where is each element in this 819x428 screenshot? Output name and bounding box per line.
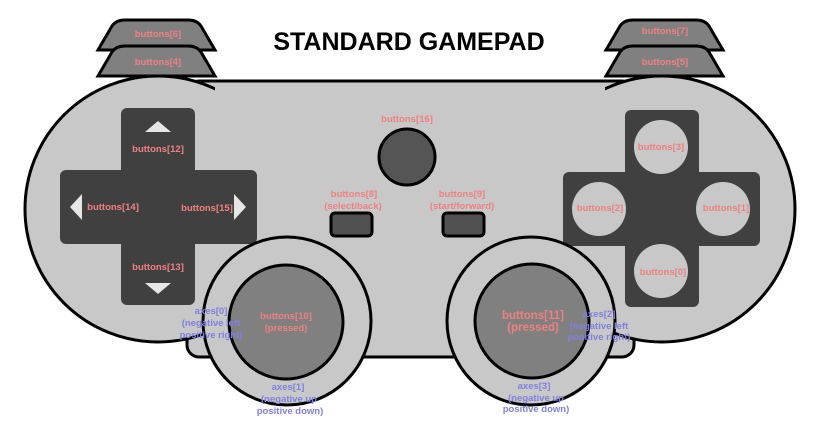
button-1-label: buttons[1] [703, 203, 749, 214]
button-3[interactable] [634, 120, 688, 174]
button-10-sublabel: (pressed) [265, 323, 308, 334]
axis-3-sub2: positive down) [503, 404, 570, 415]
axis-1-label: axes[1] [272, 382, 305, 393]
button-10-label: buttons[10] [260, 311, 312, 322]
button-6-bumper[interactable] [95, 18, 218, 52]
button-4-bumper[interactable] [95, 44, 218, 78]
button-16[interactable] [377, 127, 437, 187]
button-12-label: buttons[12] [132, 144, 184, 155]
diagram-title: STANDARD GAMEPAD [273, 28, 544, 56]
triangle-left-icon[interactable] [70, 194, 82, 220]
button-8-label: buttons[8] [331, 189, 377, 200]
axis-0-sub2: positive right) [180, 330, 243, 341]
button-9-label: buttons[9] [439, 189, 485, 200]
axis-3-label: axes[3] [518, 381, 551, 392]
button-3-label: buttons[3] [638, 142, 684, 153]
triangle-down-icon[interactable] [145, 283, 171, 294]
button-9-sublabel: (start/forward) [430, 201, 494, 212]
button-14-label: buttons[14] [87, 202, 139, 213]
triangle-right-icon[interactable] [234, 194, 246, 220]
axis-2-sub1: (negative left [570, 321, 629, 332]
axis-0-sub1: (negative left [182, 318, 241, 329]
button-11-label: buttons[11] [502, 310, 564, 322]
button-2[interactable] [572, 182, 626, 236]
axis-2-label: axes[2] [583, 309, 616, 320]
button-11-sublabel: (pressed) [507, 322, 559, 334]
button-7-bumper[interactable] [603, 18, 726, 52]
left-stick-button-10[interactable] [227, 263, 345, 381]
button-8-select[interactable] [329, 211, 374, 238]
right-stick-button-11[interactable] [473, 262, 591, 380]
button-4-label: buttons[4] [135, 57, 181, 68]
axis-1-sub1: (negative up [261, 394, 317, 405]
button-5-label: buttons[5] [642, 57, 688, 68]
button-9-start[interactable] [441, 211, 486, 238]
triangle-up-icon[interactable] [145, 121, 171, 132]
axis-0-label: axes[0] [195, 306, 228, 317]
button-6-label: buttons[6] [135, 29, 181, 40]
button-13-label: buttons[13] [132, 262, 184, 273]
axis-1-sub2: positive down) [257, 406, 324, 417]
button-16-label: buttons[16] [381, 114, 433, 125]
button-0[interactable] [634, 244, 688, 298]
button-1[interactable] [696, 182, 750, 236]
button-0-label: buttons[0] [640, 267, 686, 278]
button-15-label: buttons[15] [181, 203, 233, 214]
button-7-label: buttons[7] [642, 26, 688, 37]
button-8-sublabel: (select/back) [324, 201, 382, 212]
axis-3-sub1: (negative up [508, 393, 564, 404]
button-5-bumper[interactable] [603, 44, 726, 78]
button-2-label: buttons[2] [577, 203, 623, 214]
dpad-horizontal [60, 170, 257, 244]
axis-2-sub2: positive right) [568, 332, 631, 343]
